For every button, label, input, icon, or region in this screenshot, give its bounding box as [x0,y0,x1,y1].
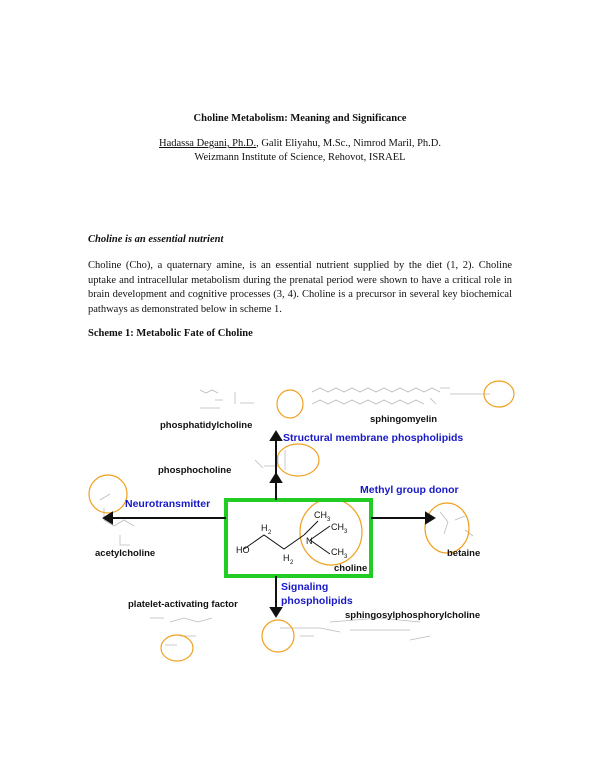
circle-phosphatidylcholine-headgroup [276,389,304,419]
label-methyl-donor: Methyl group donor [360,484,459,496]
svg-text:HO: HO [236,545,250,555]
lead-author: Hadassa Degani, Ph.D. [158,138,257,149]
affiliation: Weizmann Institute of Science, Rehovot, … [194,152,406,163]
svg-text:CH: CH [331,547,344,557]
label-sphingomyelin: sphingomyelin [370,414,438,425]
svg-text:CH: CH [331,522,344,532]
choline-box [224,498,373,578]
svg-text:2: 2 [268,530,272,536]
paper-title: Choline Metabolism: Meaning and Signific… [193,113,407,124]
label-acetylcholine: acetylcholine [95,548,156,559]
svg-text:2: 2 [290,560,294,566]
intro-paragraph: Choline (Cho), a quaternary amine, is an… [88,260,512,315]
label-betaine: betaine [447,548,481,559]
label-sphingosyl: sphingosylphosphorylcholine [345,610,481,621]
label-paf: platelet-activating factor [128,599,238,610]
label-neurotransmitter: Neurotransmitter [125,498,211,510]
circle-phosphocholine [276,443,320,477]
svg-text:H: H [283,553,290,563]
choline-structure [243,520,331,555]
svg-text:N: N [306,536,313,546]
scheme-heading: Scheme 1: Metabolic Fate of Choline [88,328,253,339]
pathway-arrows [102,430,436,618]
highlight-circles [88,380,515,662]
top-structures [99,387,490,646]
author-list: Hadassa Degani, Ph.D., Galit Eliyahu, M.… [0,138,600,149]
circle-sphingosyl [261,619,295,653]
circle-betaine [424,502,470,554]
svg-text:3: 3 [327,517,331,523]
label-signaling-1: Signaling [281,581,329,593]
other-authors: , Galit Eliyahu, M.Sc., Nimrod Maril, Ph… [256,138,441,149]
svg-text:H: H [261,523,268,533]
label-phosphatidylcholine: phosphatidylcholine [160,420,253,431]
label-choline: choline [334,563,368,574]
svg-text:CH: CH [314,510,327,520]
label-phosphocholine: phosphocholine [158,465,232,476]
label-signaling-2: phospholipids [281,595,353,607]
svg-text:3: 3 [344,529,348,535]
section-heading: Choline is an essential nutrient [88,234,224,245]
label-structural: Structural membrane phospholipids [283,432,464,444]
circle-paf [160,634,194,662]
circle-acetylcholine [88,474,128,514]
svg-text:3: 3 [344,554,348,560]
circle-sphingomyelin-headgroup [483,380,515,408]
